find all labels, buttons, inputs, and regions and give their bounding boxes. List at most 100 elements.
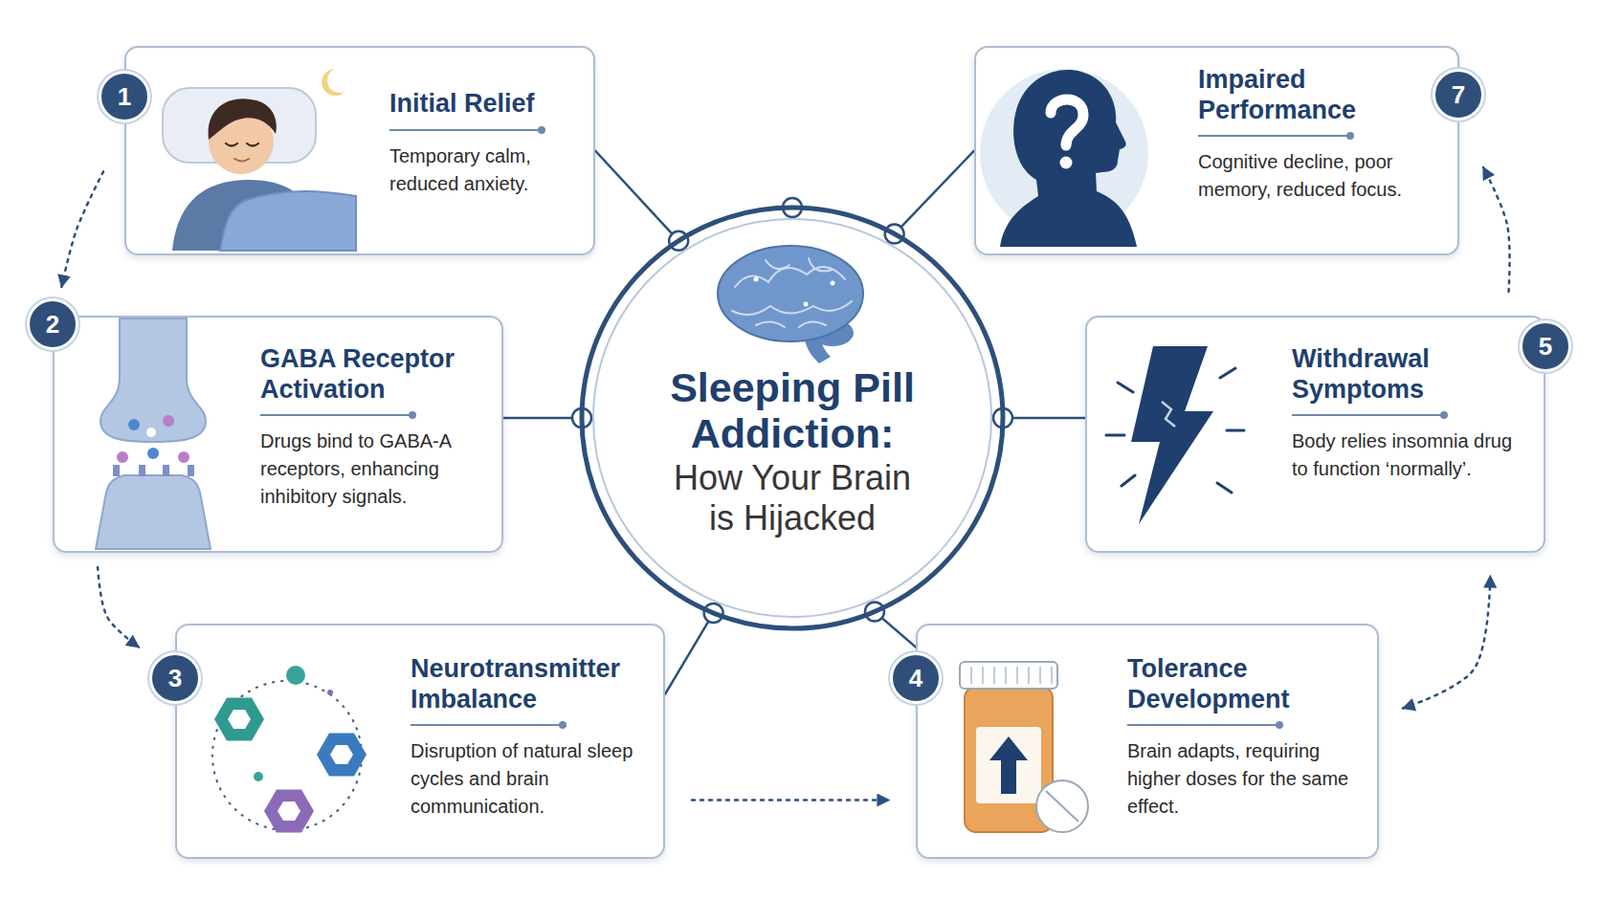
molecule-icon — [253, 772, 264, 782]
heading-rule — [389, 129, 543, 132]
molecule-icon — [212, 666, 367, 834]
pill-bottle-icon — [959, 662, 1058, 689]
sleeping-person-icon — [162, 68, 356, 251]
pill-bottle-icon — [989, 736, 1028, 795]
synapse-icon — [162, 465, 170, 477]
box-heading: Withdrawal Symptoms — [1291, 344, 1532, 405]
brain-icon — [830, 281, 836, 287]
synapse-icon — [187, 465, 195, 477]
synapse-icon — [100, 318, 206, 443]
flow-arrow — [691, 799, 889, 802]
box-body: Drugs bind to GABA-A receptors, enhancin… — [260, 427, 492, 512]
brain-icon — [732, 258, 852, 328]
box-body: Brain adapts, requiring higher doses for… — [1127, 737, 1367, 822]
process-box: Impaired PerformanceCognitive decline, p… — [974, 45, 1460, 256]
lightning-icon — [1106, 346, 1245, 525]
process-box: Withdrawal SymptomsBody relies insomnia … — [1085, 315, 1546, 554]
text-block: Neurotransmitter ImbalanceDisruption of … — [410, 654, 652, 822]
heading-rule — [260, 414, 414, 417]
callout-number: 5 — [1519, 320, 1572, 373]
process-box: Neurotransmitter ImbalanceDisruption of … — [175, 623, 666, 860]
text-block: Tolerance DevelopmentBrain adapts, requi… — [1127, 654, 1367, 822]
heading-rule — [1198, 134, 1352, 137]
molecule-icon — [212, 681, 362, 831]
box-body: Cognitive decline, poor memory, reduced … — [1198, 148, 1443, 204]
box-body: Body relies insomnia drug to function ‘n… — [1291, 427, 1532, 484]
heading-rule — [410, 724, 564, 727]
pill-bottle-icon — [971, 666, 1052, 685]
flow-arrow — [1483, 167, 1511, 292]
callout-number: 3 — [149, 652, 201, 705]
box-heading: Initial Relief — [389, 88, 581, 120]
molecule-icon — [214, 698, 265, 742]
synapse-icon — [162, 415, 175, 427]
process-box: GABA Receptor ActivationDrugs bind to GA… — [52, 315, 504, 554]
process-box: Initial ReliefTemporary calm, reduced an… — [124, 45, 596, 256]
box-heading: Neurotransmitter Imbalance — [410, 654, 652, 715]
text-block: Initial ReliefTemporary calm, reduced an… — [389, 88, 581, 199]
brain-icon — [803, 302, 809, 308]
hub-connector — [1002, 417, 1086, 421]
pill-bottle-icon — [1036, 780, 1089, 833]
molecule-icon — [327, 689, 334, 696]
text-block: Impaired PerformanceCognitive decline, p… — [1198, 65, 1443, 204]
lightning-icon — [1161, 401, 1176, 427]
callout-number: 4 — [889, 652, 942, 705]
molecule-icon — [316, 733, 367, 778]
circle-outline — [581, 207, 1003, 629]
pill-bottle-icon — [959, 662, 1089, 833]
subtitle-text: How Your Brain is Hijacked — [658, 458, 927, 539]
box-body: Disruption of natural sleep cycles and b… — [410, 737, 652, 822]
callout-number: 1 — [98, 70, 151, 123]
molecule-icon — [277, 801, 301, 822]
flow-arrow — [61, 171, 104, 288]
hub-connector — [503, 417, 582, 421]
confused-head-icon — [1050, 99, 1084, 146]
hub-connector — [665, 613, 714, 695]
pill-bottle-icon — [1045, 791, 1079, 823]
confused-head-icon — [1060, 156, 1073, 170]
pill-bottle-icon — [976, 727, 1042, 804]
molecule-icon — [227, 710, 251, 730]
brain-icon — [754, 277, 759, 283]
lightning-icon — [1131, 346, 1214, 525]
hub-connector — [595, 151, 679, 242]
circle-inner-ring — [593, 219, 992, 618]
heading-rule — [1127, 724, 1281, 727]
box-heading: Tolerance Development — [1127, 654, 1367, 715]
flow-arrow — [97, 567, 139, 648]
box-heading: Impaired Performance — [1198, 65, 1443, 126]
text-block: GABA Receptor ActivationDrugs bind to GA… — [260, 344, 492, 512]
synapse-icon — [138, 465, 146, 477]
synapse-icon — [95, 318, 211, 550]
title-text: Sleeping Pill Addiction: — [658, 364, 927, 457]
text-block: Withdrawal SymptomsBody relies insomnia … — [1291, 344, 1532, 484]
callout-number: 7 — [1432, 68, 1485, 121]
hub-connector — [894, 151, 975, 235]
synapse-icon — [146, 427, 156, 438]
brain-icon — [717, 245, 864, 342]
text-block: Sleeping Pill Addiction:How Your Brain i… — [658, 364, 927, 540]
sleeping-person-icon — [234, 158, 249, 162]
callout-number: 2 — [26, 298, 79, 351]
sleeping-person-icon — [208, 98, 277, 140]
molecule-icon — [264, 790, 314, 834]
box-heading: GABA Receptor Activation — [260, 344, 492, 405]
molecule-icon — [286, 666, 306, 686]
title-circle: Sleeping Pill Addiction:How Your Brain i… — [577, 203, 1007, 633]
synapse-icon — [147, 447, 159, 460]
flow-arrow — [1402, 576, 1490, 710]
lightning-icon — [1106, 368, 1245, 493]
confused-head-icon — [979, 68, 1149, 247]
brain-icon — [717, 245, 864, 364]
synapse-icon — [116, 451, 129, 464]
box-body: Temporary calm, reduced anxiety. — [389, 142, 581, 199]
synapse-icon — [112, 465, 120, 477]
molecule-icon — [330, 745, 354, 765]
sleeping-person-icon — [225, 143, 259, 147]
synapse-icon — [177, 451, 190, 464]
process-box: Tolerance DevelopmentBrain adapts, requi… — [915, 623, 1379, 860]
synapse-icon — [128, 419, 140, 431]
sleeping-person-icon — [220, 191, 356, 251]
